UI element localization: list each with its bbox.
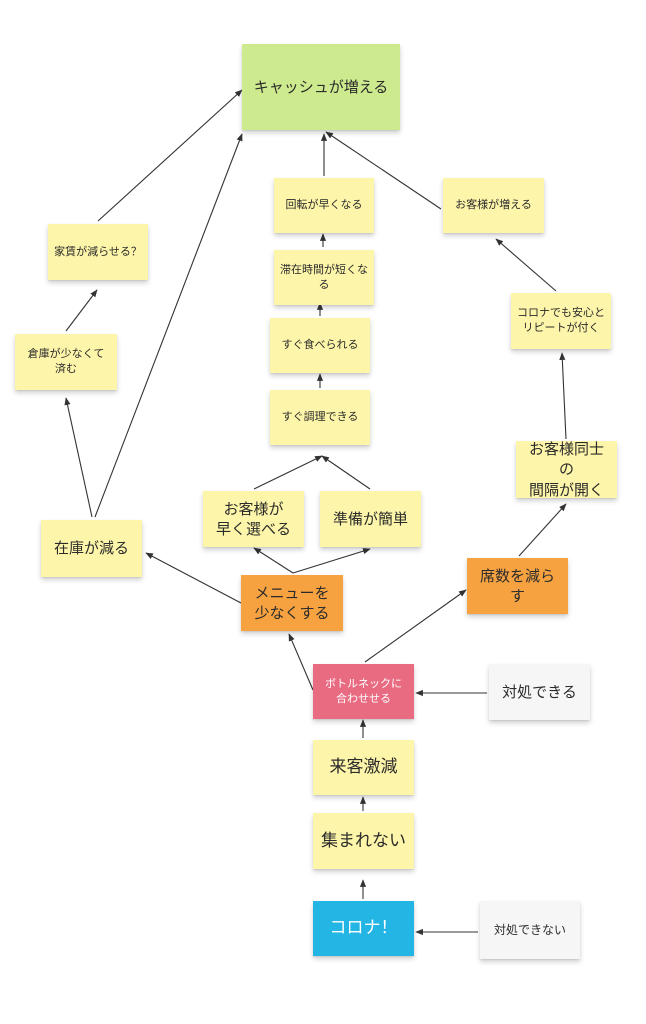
note-prep-easy: 準備が簡単 [320,491,421,547]
note-cook-quickly: すぐ調理できる [270,390,370,445]
arrow-menu-to-junbi [292,548,371,574]
note-turnover-fast: 回転が早くなる [274,178,374,233]
arrow-kankaku-to-anshin [559,352,567,440]
note-reduce-seats: 席数を減らす [467,558,568,614]
note-stay-short: 滞在時間が短くなる [274,250,374,305]
note-rent-reduce: 家賃が減らせる？ [48,224,148,280]
arrow-junbi-to-chouri [321,455,371,490]
note-inventory-reduce: 在庫が減る [41,520,142,577]
note-choose-quickly: お客様が 早く選べる [203,491,304,547]
arrow-souko-to-yachin [65,289,98,332]
arrow-erabu-to-chouri [253,455,323,490]
arrow-zaiko-to-souko [64,397,93,518]
note-cannot-gather: 集まれない [313,813,414,869]
note-cash-increase: キャッシュが増える [242,44,400,130]
note-visitors-plunge: 来客激減 [313,740,414,795]
arrow-zaiko-to-cash [94,133,243,518]
note-can-handle: 対処できる [489,664,590,720]
arrow-bottleneck-to-menu [288,633,314,691]
arrow-menu-to-erabu [253,547,294,574]
note-reduce-menu: メニューを 少なくする [241,575,343,631]
note-customers-increase: お客様が増える [443,178,544,233]
note-customer-spacing: お客様同士の 間隔が開く [516,440,617,499]
note-cannot-handle: 対処できない [480,901,580,959]
arrow-seki-to-kankaku [518,503,567,557]
arrow-menu-to-zaiko [145,552,242,604]
note-safe-repeat: コロナでも安心と リピートが付く [511,293,611,349]
note-warehouse-small: 倉庫が少なくて 済む [15,334,117,390]
note-corona: コロナ！ [313,901,414,956]
arrow-yachin-to-cash [97,89,243,222]
arrow-anshin-to-okyaku [495,238,557,292]
note-match-bottleneck: ボトルネックに 合わせせる [313,664,414,719]
note-eat-quickly: すぐ食べられる [270,318,370,373]
arrow-bottleneck-to-seki [364,589,467,663]
